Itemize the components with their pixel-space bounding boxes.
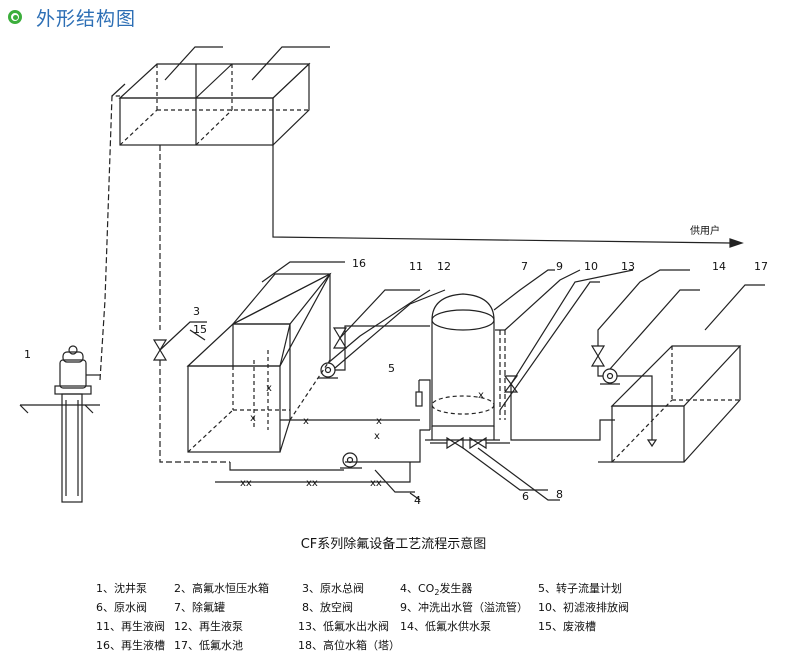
callout-1: 1 — [24, 348, 31, 361]
pipe-mark: x — [374, 431, 380, 442]
callout-5: 5 — [388, 362, 395, 375]
raw-water-valve — [152, 321, 207, 361]
supply-label: 供用户 — [690, 224, 720, 237]
pipe-mark: x — [250, 413, 256, 424]
rotameter — [415, 379, 431, 430]
legend-item: 3、原水总阀 — [302, 582, 364, 595]
legend-item: 4、CO2发生器 — [400, 582, 473, 598]
diagram-caption: CF系列除氟设备工艺流程示意图 — [300, 537, 487, 552]
legend-item: 5、转子流量计划 — [538, 582, 622, 595]
callout-17: 17 — [754, 260, 768, 273]
legend-item: 17、低氟水池 — [174, 639, 243, 652]
pipe-mark: x — [478, 390, 484, 401]
callout-numbers: 1 3 15 16 11 12 7 9 10 13 14 17 5 6 8 4 — [24, 257, 768, 507]
regen-valve — [332, 289, 420, 349]
legend-item: 1、沈井泵 — [96, 582, 147, 595]
pipe-mark: xx — [370, 478, 382, 489]
low-fluoride-pool — [598, 284, 765, 463]
section-title: 外形结构图 — [36, 7, 137, 30]
bullet-ring-icon — [8, 10, 22, 24]
outlet-valve — [499, 269, 634, 441]
callout-14: 14 — [712, 260, 726, 273]
pipe-mark: x — [376, 416, 382, 427]
pipe-mark: x — [303, 416, 309, 427]
callout-12: 12 — [437, 260, 451, 273]
callout-9: 9 — [556, 260, 563, 273]
pipe-mark: x — [266, 383, 272, 394]
callout-13: 13 — [621, 260, 635, 273]
base-valves — [430, 436, 560, 501]
legend-item: 11、再生液阀 — [96, 620, 165, 633]
legend-item: 18、高位水箱（塔） — [298, 639, 400, 652]
high-water-tank — [118, 46, 330, 147]
riser-pipe — [99, 95, 120, 381]
callout-3: 3 — [193, 305, 200, 318]
legend-item: 16、再生液槽 — [96, 639, 165, 652]
pipe-markers: x x x x x x xx xx xx — [240, 383, 484, 489]
callout-15: 15 — [193, 323, 207, 336]
legend-item: 10、初滤液排放阀 — [538, 601, 629, 614]
pipe-mark: xx — [306, 478, 318, 489]
callout-16: 16 — [352, 257, 366, 270]
legend: 1、沈井泵 2、高氟水恒压水箱 3、原水总阀 4、CO2发生器 5、转子流量计划… — [0, 574, 787, 654]
section-header: 外形结构图 — [8, 4, 136, 30]
legend-item: 12、再生液泵 — [174, 620, 243, 633]
callout-8: 8 — [556, 488, 563, 501]
regen-liquid-tank — [186, 261, 345, 453]
callout-11: 11 — [409, 260, 423, 273]
co2-generator — [340, 452, 415, 493]
process-flow-diagram: x x x x x x xx xx xx 1 3 15 16 11 12 7 9… — [19, 46, 768, 507]
legend-item: 7、除氟罐 — [174, 601, 225, 614]
legend-item: 13、低氟水出水阀 — [298, 620, 389, 633]
legend-item: 2、高氟水恒压水箱 — [174, 582, 269, 595]
well-pump — [19, 345, 100, 503]
defluoridation-tank — [425, 269, 581, 441]
supply-pipe — [272, 145, 731, 244]
pipe-mark: xx — [240, 478, 252, 489]
callout-7: 7 — [521, 260, 528, 273]
low-fluoride-pump — [590, 269, 700, 448]
legend-item: 15、废液槽 — [538, 620, 596, 633]
callout-10: 10 — [584, 260, 598, 273]
legend-item: 9、冲洗出水管（溢流管） — [400, 601, 528, 614]
legend-item: 14、低氟水供水泵 — [400, 620, 491, 633]
legend-item: 6、原水阀 — [96, 601, 147, 614]
callout-4: 4 — [414, 494, 421, 507]
legend-item: 8、放空阀 — [302, 601, 353, 614]
callout-6: 6 — [522, 490, 529, 503]
regen-pump — [318, 289, 446, 379]
